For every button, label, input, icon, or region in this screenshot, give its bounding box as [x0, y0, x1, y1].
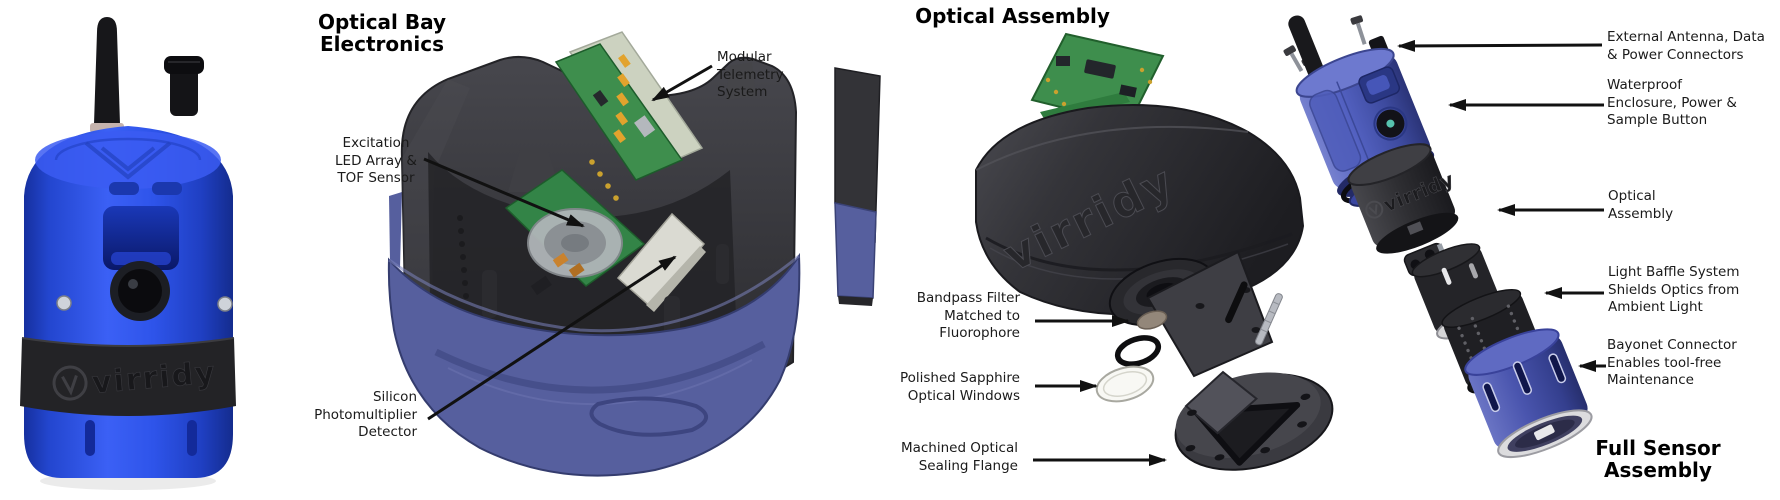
engraved-logo-icon [84, 141, 172, 180]
label-external-antenna: External Antenna, Data & Power Connector… [1607, 29, 1765, 63]
housing-fin [1146, 250, 1274, 378]
photo-top-slot [109, 182, 139, 195]
optical-bay-render [387, 31, 881, 477]
sapphire-window-part [1095, 365, 1155, 403]
full-assembly-render: virridy [1283, 15, 1593, 459]
sealing-flange-part [1174, 370, 1334, 471]
arrow-external-antenna [1397, 39, 1603, 52]
photo-top-surface [35, 131, 221, 189]
shell-sliver [389, 192, 402, 268]
baffle-vents [1457, 304, 1523, 360]
label-waterproof-enclosure: Waterproof Enclosure, Power & Sample But… [1607, 77, 1737, 129]
telemetry-pcb [554, 31, 704, 201]
label-light-baffle: Light Baffle System Shields Optics from … [1608, 264, 1740, 316]
photo-lens [118, 269, 162, 313]
pcb-components [613, 54, 631, 144]
label-bandpass-filter: Bandpass Filter Matched to Fluorophore [916, 290, 1020, 342]
photo-bottom-slot [85, 420, 95, 456]
photo-screw [56, 295, 72, 311]
mount-post [726, 62, 756, 100]
title-full-sensor-assembly: Full Sensor Assembly [1595, 436, 1721, 483]
annotation-arrows [423, 39, 1606, 466]
title-optical-bay: Optical Bay Electronics [317, 10, 447, 57]
standoff [482, 270, 497, 318]
bayonet-slot [1548, 353, 1567, 384]
bayonet-slot [1512, 361, 1533, 395]
bandpass-filter-part [1136, 310, 1168, 330]
optical-assembly-render: virridy [975, 32, 1334, 471]
shell-groove [589, 396, 708, 437]
photo-brand-band: virridy [20, 337, 236, 416]
virridy-logo-icon [1365, 200, 1384, 219]
bayonet-ring-part [1464, 328, 1593, 459]
excitation-board [504, 169, 646, 296]
label-sapphire-windows: Polished Sapphire Optical Windows [899, 370, 1020, 404]
bayonet-slot [1482, 382, 1501, 413]
photo-top-slot [152, 182, 182, 195]
label-excitation-led: Excitation LED Array & TOF Sensor [335, 135, 417, 187]
enclosure-shell-bottom [387, 252, 801, 477]
oring-part [1114, 335, 1162, 367]
virridy-logo-icon [52, 365, 88, 401]
label-sealing-flange: Machined Optical Sealing Flange [900, 440, 1018, 474]
standoff [716, 244, 729, 284]
brand-wordmark: virridy [91, 355, 218, 401]
label-silicon-detector: Silicon Photomultiplier Detector [314, 389, 417, 441]
photo-screw [217, 296, 233, 312]
screw-column [457, 215, 469, 299]
product-photo: virridy [20, 17, 236, 490]
dowel-pin-part [1255, 293, 1283, 346]
arrow-silicon-detector [427, 255, 677, 421]
housing-right-wall [834, 67, 881, 306]
shaft-seal-part [1225, 281, 1248, 324]
bezel-ring-part: virridy [1347, 143, 1459, 254]
label-modular-telemetry: Modular Telemetry System [717, 49, 784, 101]
label-bayonet-connector: Bayonet Connector Enables tool-free Main… [1607, 337, 1737, 389]
arrow-excitation-led [423, 157, 585, 228]
optical-housing: virridy [975, 104, 1305, 378]
arrow-modular-telemetry [651, 64, 713, 102]
photo-top-connector [164, 56, 204, 116]
label-optical-assembly: Optical Assembly [1608, 188, 1674, 222]
title-optical-assembly: Optical Assembly [915, 4, 1110, 28]
photo-bottom-slot [187, 420, 197, 456]
photo-antenna [90, 17, 124, 140]
